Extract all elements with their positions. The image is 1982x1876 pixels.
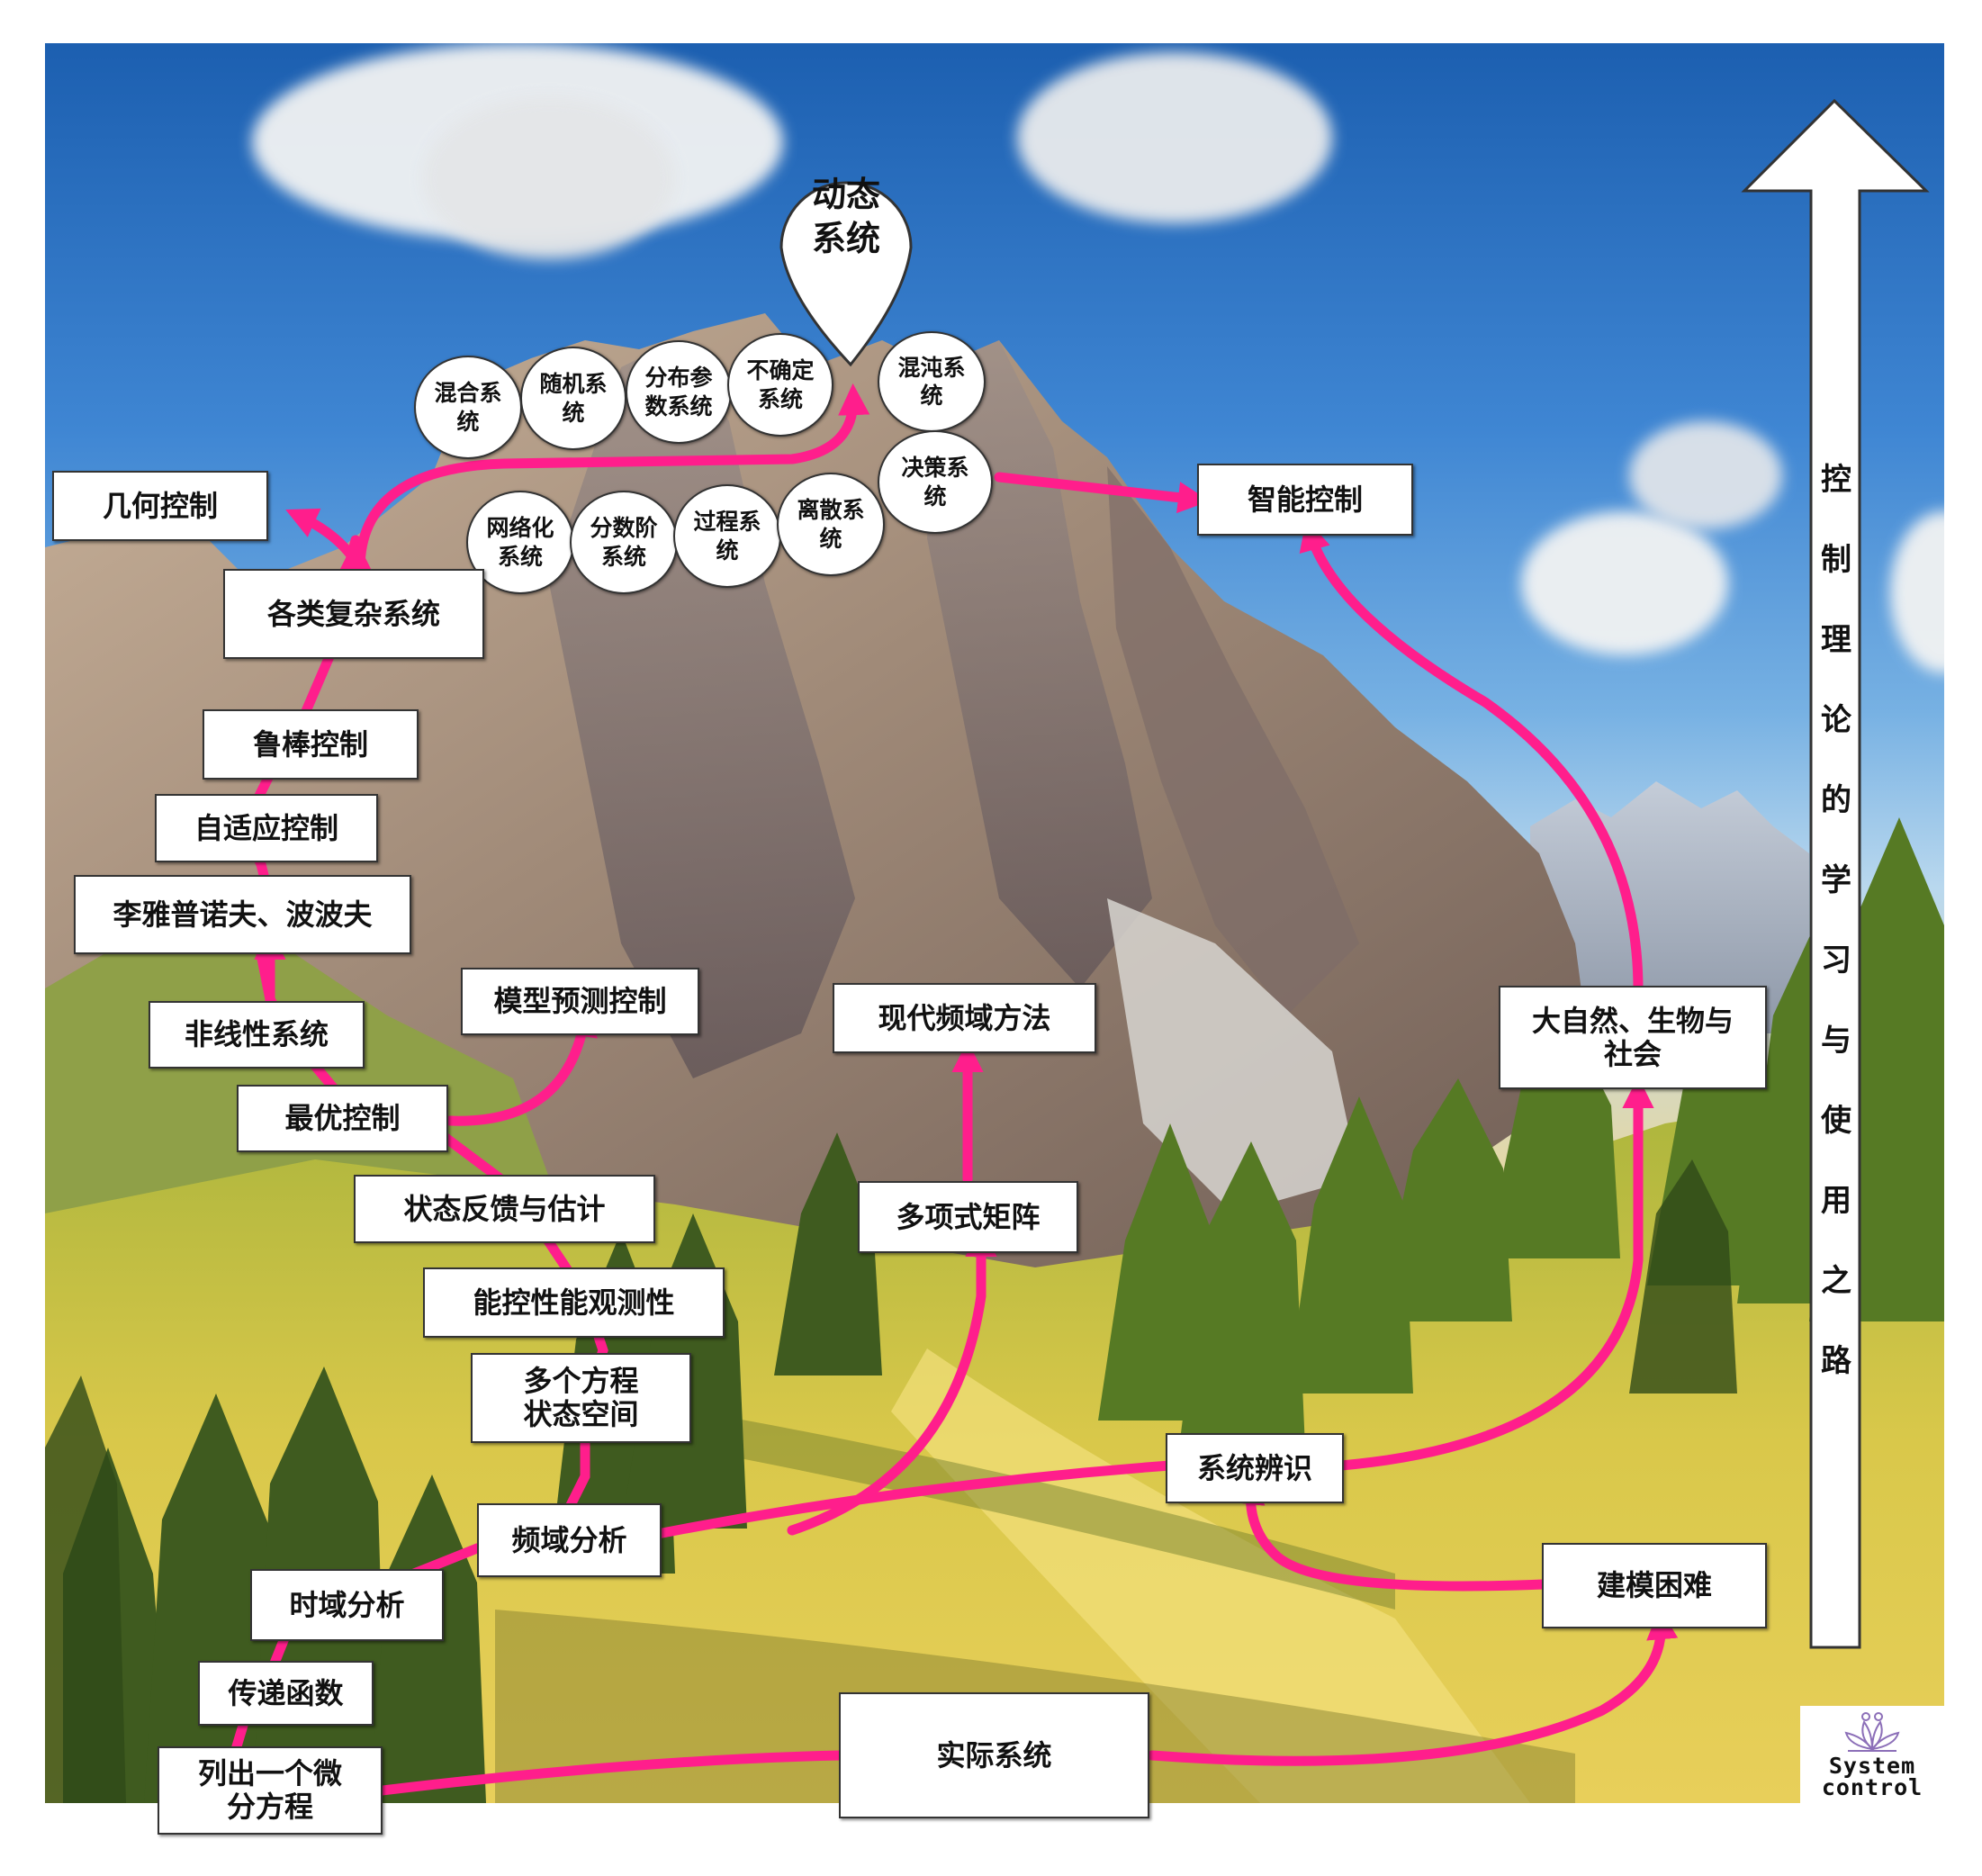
lotus-icon [1844, 1712, 1900, 1752]
node-model-predictive-control: 模型预测控制 [461, 968, 699, 1035]
node-complex-systems: 各类复杂系统 [223, 569, 484, 659]
node-optimal-control: 最优控制 [237, 1085, 448, 1152]
caption-char: 使 [1821, 1103, 1851, 1139]
bubble-decision-system: 决策系 统 [878, 430, 993, 534]
node-time-domain-analysis: 时域分析 [250, 1569, 444, 1641]
dynamic-system-pin [779, 181, 913, 367]
arrow-ident-to-nature [1336, 1076, 1654, 1471]
cloud [1017, 52, 1332, 223]
node-intelligent-control: 智能控制 [1197, 464, 1413, 536]
bubble-fractional-system: 分数阶 系统 [570, 491, 678, 594]
caption-char: 用 [1821, 1183, 1851, 1219]
bubble-process-system: 过程系 统 [673, 484, 781, 588]
caption-char: 之 [1821, 1263, 1851, 1299]
bubble-network-system: 网络化 系统 [466, 491, 574, 594]
caption-char: 的 [1821, 782, 1851, 818]
node-controllability-observability: 能控性能观测性 [423, 1267, 725, 1338]
arrow-real-to-ode [347, 1750, 847, 1807]
node-modern-frequency-methods: 现代频域方法 [833, 983, 1096, 1053]
bubble-uncertain-system: 不确定 系统 [727, 333, 833, 437]
cloud [1521, 511, 1728, 655]
node-lyapunov-popov: 李雅普诺夫、波波夫 [74, 875, 411, 954]
bubble-hybrid-system: 混合系 统 [414, 356, 522, 459]
side-arrow-caption: 控 制 理 论 的 学 习 与 使 用 之 路 [1809, 455, 1863, 1416]
caption-char: 制 [1821, 542, 1851, 578]
bubble-discrete-system: 离散系 统 [777, 473, 885, 576]
bubble-random-system: 随机系 统 [520, 347, 626, 450]
node-frequency-analysis: 频域分析 [477, 1503, 662, 1577]
node-differential-equation: 列出一个微 分方程 [158, 1746, 383, 1835]
node-real-system: 实际系统 [839, 1692, 1149, 1818]
node-robust-control: 鲁棒控制 [203, 709, 419, 780]
arrow-modeling-to-ident [1233, 1472, 1549, 1592]
node-geometric-control: 几何控制 [52, 471, 268, 541]
system-control-logo: System control [1800, 1706, 1944, 1803]
node-nature-biology-society: 大自然、生物与 社会 [1499, 986, 1767, 1089]
node-state-space: 多个方程 状态空间 [471, 1353, 691, 1443]
arrow-complex-to-dynamic [355, 383, 870, 574]
caption-char: 论 [1821, 702, 1851, 738]
cloud [1629, 421, 1782, 529]
logo-text: System control [1821, 1753, 1923, 1800]
node-nonlinear-systems: 非线性系统 [149, 1001, 365, 1069]
caption-char: 学 [1821, 862, 1851, 898]
node-system-identification: 系统辨识 [1166, 1433, 1344, 1503]
caption-char: 控 [1821, 462, 1851, 498]
caption-char: 与 [1821, 1023, 1851, 1059]
caption-char: 理 [1821, 622, 1851, 658]
cloud [423, 97, 675, 259]
arrow-optimal-to-mpc [445, 1005, 598, 1126]
dynamic-system-title: 动态 系统 [811, 175, 880, 259]
arrow-real-to-modeling [1147, 1607, 1679, 1766]
arrow-ident-to-freq [617, 1460, 1176, 1552]
node-transfer-function: 传递函数 [198, 1661, 374, 1726]
arrow-freq-to-poly [787, 1224, 997, 1536]
arrow-nature-to-intelligent [1299, 519, 1644, 996]
node-polynomial-matrix: 多项式矩阵 [858, 1181, 1078, 1253]
bubble-distributed-system: 分布参 数系统 [626, 340, 732, 444]
node-adaptive-control: 自适应控制 [155, 794, 378, 862]
node-state-feedback-estimation: 状态反馈与估计 [354, 1175, 655, 1243]
bubble-chaos-system: 混沌系 统 [878, 331, 986, 432]
caption-char: 习 [1821, 943, 1851, 979]
caption-char: 路 [1821, 1343, 1851, 1379]
arrow-decision-to-intelligent [994, 472, 1210, 514]
upward-progress-arrow [1741, 98, 1930, 1649]
node-modeling-difficulty: 建模困难 [1542, 1543, 1767, 1628]
